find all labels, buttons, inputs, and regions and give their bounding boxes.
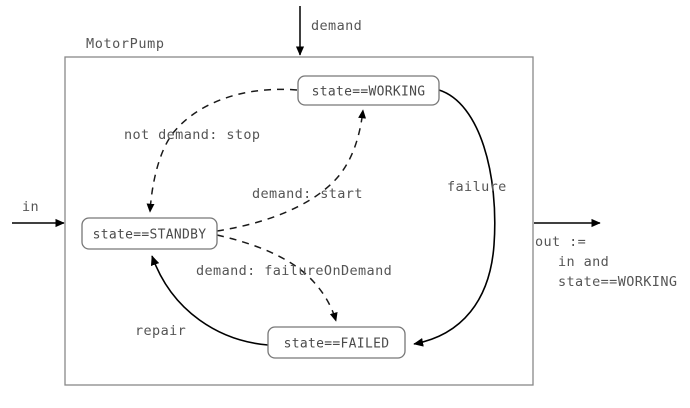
state-failed-label: state==FAILED (284, 337, 390, 352)
transition-failure-label: failure (447, 179, 507, 195)
state-working-box[interactable] (297, 75, 440, 106)
port-demand-label: demand (311, 18, 362, 34)
transition-failureondemand-label: demand: failureOnDemand (196, 263, 392, 279)
transition-failureondemand[interactable]: demand: failureOnDemand (196, 234, 392, 322)
state-failed-box[interactable] (267, 326, 406, 359)
state-working[interactable]: state==WORKING (297, 75, 440, 106)
transition-repair-label: repair (135, 323, 186, 339)
transition-stop-edge[interactable] (146, 88, 298, 213)
port-in: in (12, 199, 65, 228)
state-failed[interactable]: state==FAILED (267, 326, 406, 359)
transition-stop[interactable]: not demand: stop (124, 88, 298, 213)
transition-failure[interactable]: failure (413, 89, 507, 347)
region-container-motorpump (64, 56, 534, 386)
state-working-label: state==WORKING (312, 85, 426, 100)
state-standby-label: state==STANDBY (93, 228, 207, 243)
transition-failureondemand-edge[interactable] (216, 234, 338, 322)
out-label-line-3: state==WORKING (558, 274, 677, 290)
port-out: out := in and state==WORKING (534, 218, 677, 290)
port-in-label: in (22, 199, 39, 215)
out-label-line-2: in and (558, 254, 609, 270)
transition-repair[interactable]: repair (135, 255, 269, 346)
state-standby[interactable]: state==STANDBY (81, 217, 218, 250)
state-standby-box[interactable] (81, 217, 218, 250)
transition-repair-edge[interactable] (150, 255, 269, 346)
region-label-motorpump: MotorPump (86, 36, 165, 52)
out-label-line-1: out := (535, 234, 586, 250)
transition-start[interactable]: demand: start (216, 109, 367, 232)
transition-stop-label: not demand: stop (124, 127, 260, 143)
transition-failure-edge[interactable] (413, 89, 496, 347)
port-demand: demand (295, 6, 362, 56)
transition-start-label: demand: start (252, 186, 363, 202)
